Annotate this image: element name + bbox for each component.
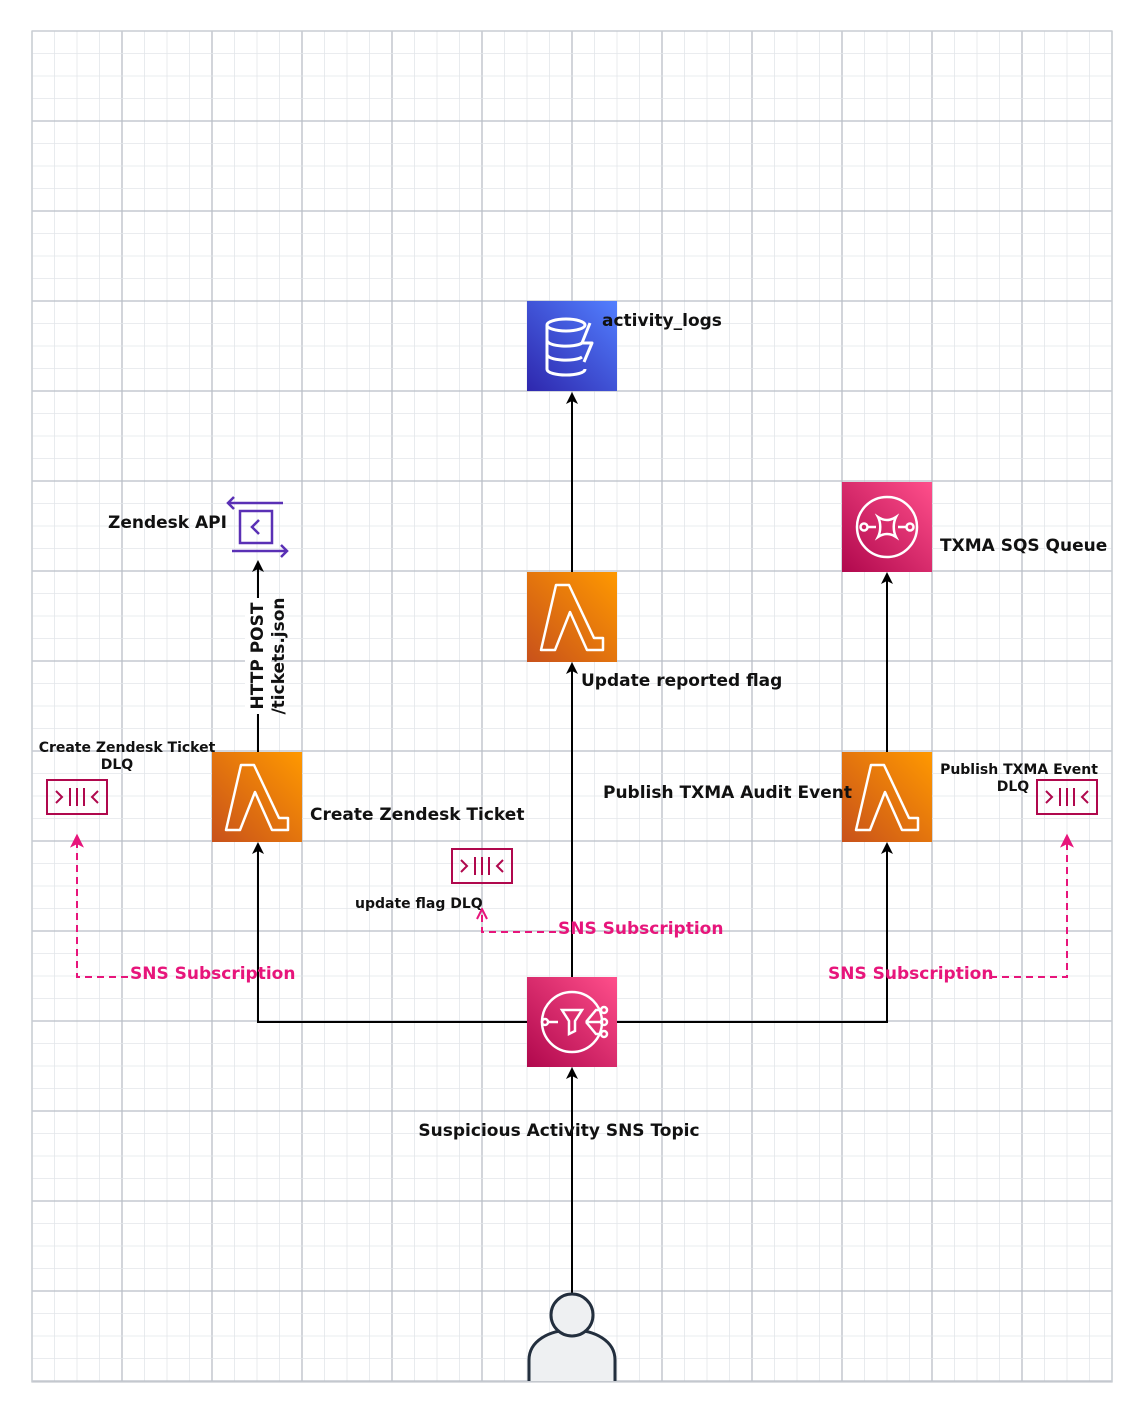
user-node[interactable]	[527, 1292, 617, 1381]
edge-left-dlq	[70, 833, 128, 978]
sqs-queue-icon	[451, 848, 513, 884]
update-flag-label: Update reported flag	[581, 671, 782, 691]
edge-middle-dlq	[482, 910, 556, 933]
connectors	[252, 392, 893, 1294]
dlq-connectors	[70, 833, 1074, 978]
txma-queue-node[interactable]	[842, 482, 932, 572]
create-ticket-lambda-node[interactable]	[212, 752, 302, 842]
sns-subscription-label-middle: SNS Subscription	[558, 919, 723, 939]
publish-txma-label: Publish TXMA Audit Event	[603, 783, 852, 803]
edge-right-dlq	[990, 833, 1074, 978]
sns-icon	[540, 990, 609, 1054]
http-post-label: HTTP POST /tickets.json	[245, 597, 289, 715]
publish-txma-dlq-label-line2: DLQ	[997, 779, 1030, 795]
sns-topic-node[interactable]	[527, 977, 617, 1067]
http-post-line2: /tickets.json	[269, 597, 289, 714]
sns-subscription-label-left: SNS Subscription	[130, 964, 295, 984]
publish-txma-dlq-label-line1: Publish TXMA Event	[940, 762, 1098, 778]
lambda-icon	[854, 763, 920, 832]
create-ticket-label: Create Zendesk Ticket	[310, 805, 524, 825]
sns-topic-label: Suspicious Activity SNS Topic	[418, 1121, 699, 1141]
txma-queue-label: TXMA SQS Queue	[940, 536, 1107, 556]
sns-subscription-label-right: SNS Subscription	[828, 964, 993, 984]
update-flag-dlq-label: update flag DLQ	[355, 896, 483, 912]
api-endpoint-icon	[226, 496, 289, 558]
sqs-icon	[855, 495, 919, 559]
publish-txma-dlq-node[interactable]	[1036, 779, 1098, 815]
activity-logs-node[interactable]	[527, 301, 617, 391]
sqs-queue-icon	[1036, 779, 1098, 815]
zendesk-api-label: Zendesk API	[108, 513, 227, 533]
grid-border	[31, 30, 1113, 1383]
activity-logs-label: activity_logs	[602, 311, 722, 331]
publish-txma-lambda-node[interactable]	[842, 752, 932, 842]
lambda-icon	[539, 583, 605, 652]
update-flag-dlq-node[interactable]	[451, 848, 513, 884]
edge-sns-to-create-ticket	[252, 842, 527, 1023]
lambda-icon	[224, 763, 290, 832]
update-flag-lambda-node[interactable]	[527, 572, 617, 662]
create-ticket-dlq-node[interactable]	[46, 779, 108, 815]
http-post-line1: HTTP POST	[248, 602, 268, 709]
user-icon	[527, 1292, 617, 1381]
sqs-queue-icon	[46, 779, 108, 815]
dynamodb-icon	[545, 317, 594, 377]
create-ticket-dlq-label-line1: Create Zendesk Ticket	[39, 740, 216, 756]
zendesk-api-node[interactable]	[226, 496, 289, 558]
create-ticket-dlq-label-line2: DLQ	[101, 757, 134, 773]
edge-sns-to-publish-txma	[617, 842, 893, 1023]
